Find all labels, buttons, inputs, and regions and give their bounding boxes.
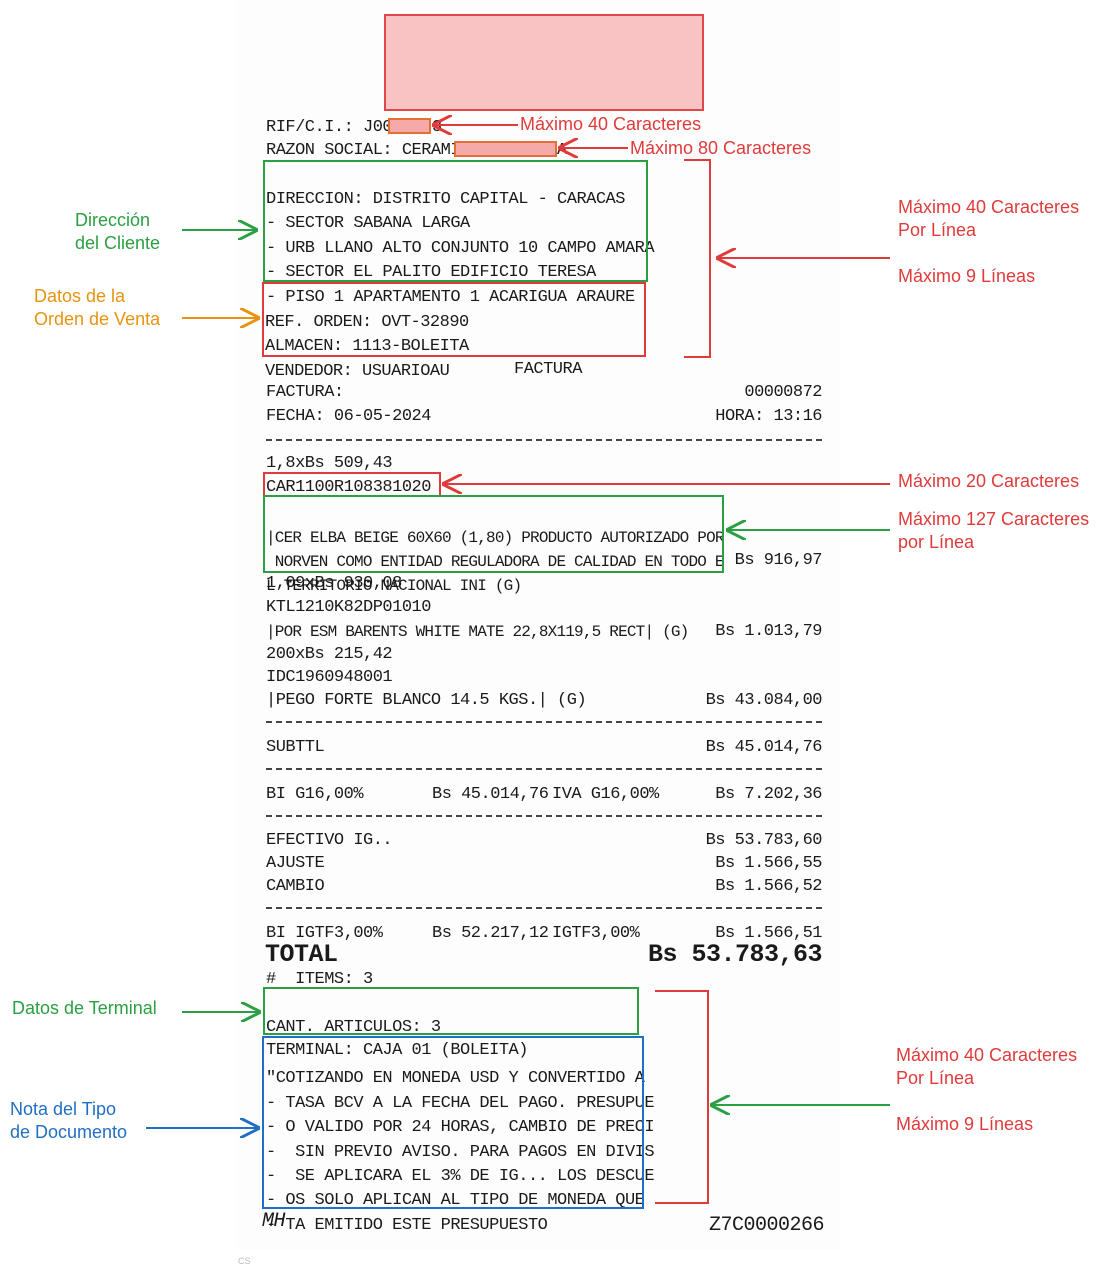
item1-desc-line: |CER ELBA BEIGE 60X60 (1,80) PRODUCTO AU…: [266, 529, 724, 547]
cambio-amount: Bs 1.566,52: [715, 877, 822, 896]
nota-box: [262, 1036, 644, 1209]
orden-box: [262, 282, 646, 357]
bracket-bottom: [655, 990, 709, 1204]
ajuste-amount: Bs 1.566,55: [715, 854, 822, 873]
hora: HORA: 13:16: [715, 407, 822, 426]
label-nota-1: Nota del Tipo: [10, 1099, 117, 1119]
iva-amount: Bs 7.202,36: [715, 785, 822, 804]
signature: MH: [262, 1210, 286, 1233]
factura-number: 00000872: [744, 383, 822, 402]
item3-desc: |PEGO FORTE BLANCO 14.5 KGS.| (G): [266, 691, 587, 710]
description-box: [263, 495, 724, 573]
receipt-paper: [236, 0, 840, 1250]
terminal-box: [263, 987, 639, 1035]
direccion-line: DIRECCION: DISTRITO CAPITAL - CARACAS: [266, 189, 625, 209]
terminal-line: CANT. ARTICULOS: 3: [266, 1018, 441, 1037]
bracket-top: [684, 159, 711, 358]
fecha: FECHA: 06-05-2024: [266, 407, 431, 426]
ajuste-label: AJUSTE: [266, 854, 325, 873]
nota-block: "COTIZANDO EN MONEDA USD Y CONVERTIDO A -…: [266, 1043, 655, 1238]
label-max127-1: Máximo 127 Caracteres: [898, 509, 1090, 529]
item1-desc-line: L TERRITORIO NACIONAL INI (G): [266, 577, 522, 595]
item2-amount: Bs 1.013,79: [715, 622, 822, 641]
orden-line: REF. ORDEN: OVT-32890: [265, 312, 469, 332]
serial-number: Z7C0000266: [708, 1214, 825, 1237]
scanner-watermark: CS: [238, 1256, 251, 1266]
item2-code: KTL1210K82DP01010: [266, 598, 431, 617]
igtf-amount: Bs 1.566,51: [715, 924, 822, 943]
nota-line: - TA EMITIDO ESTE PRESUPUESTO: [266, 1215, 548, 1235]
label-bottom-line3: Máximo 9 Líneas: [896, 1114, 1034, 1134]
label-direccion-1: Dirección: [75, 210, 151, 230]
nota-line: - TASA BCV A LA FECHA DEL PAGO. PRESUPUE: [266, 1093, 655, 1113]
label-terminal: Datos de Terminal: [12, 998, 157, 1018]
label-orden-2: Orden de Venta: [34, 309, 161, 329]
orden-line: ALMACEN: 1113-BOLEITA: [265, 337, 469, 356]
doc-title: FACTURA: [514, 360, 582, 379]
direccion-block: DIRECCION: DISTRITO CAPITAL - CARACAS - S…: [266, 163, 655, 310]
separator: [266, 439, 822, 441]
efectivo-amount: Bs 53.783,60: [705, 831, 823, 850]
iva-label: IVA G16,00%: [552, 785, 659, 804]
direccion-box: [263, 160, 648, 282]
item2-desc: |POR ESM BARENTS WHITE MATE 22,8X119,5 R…: [266, 623, 689, 641]
igtf-label: IGTF3,00%: [552, 924, 640, 943]
direccion-line: - SECTOR SABANA LARGA: [266, 214, 470, 233]
bi-amount: Bs 45.014,76: [432, 785, 549, 804]
total-amount: Bs 53.783,63: [647, 940, 823, 969]
nota-line: - OS SOLO APLICAN AL TIPO DE MONEDA QUE: [266, 1191, 645, 1211]
label-top-line1: Máximo 40 Caracteres: [898, 197, 1080, 217]
label-orden-1: Datos de la: [34, 286, 126, 306]
razon-redaction: [454, 141, 557, 157]
terminal-block: CANT. ARTICULOS: 3 TERMINAL: CAJA 01 (BOL…: [266, 993, 528, 1062]
label-top-line3: Máximo 9 Líneas: [898, 266, 1036, 286]
bi-igtf-amount: Bs 52.217,12: [432, 924, 549, 943]
efectivo-label: EFECTIVO IG..: [266, 831, 393, 850]
items-count: # ITEMS: 3: [266, 970, 373, 989]
rif-redaction: [388, 118, 431, 134]
separator: [266, 815, 822, 817]
label-max20: Máximo 20 Caracteres: [898, 471, 1080, 491]
direccion-line: - SECTOR EL PALITO EDIFICIO TERESA: [266, 263, 596, 282]
subttl-label: SUBTTL: [266, 738, 325, 757]
label-direccion-2: del Cliente: [75, 233, 161, 253]
label-bottom-line1: Máximo 40 Caracteres: [896, 1045, 1078, 1065]
label-max40: Máximo 40 Caracteres: [520, 114, 702, 134]
cambio-label: CAMBIO: [266, 877, 325, 896]
item3-qty: 200xBs 215,42: [266, 645, 393, 664]
direccion-line: - URB LLANO ALTO CONJUNTO 10 CAMPO AMARA: [266, 238, 655, 258]
item1-desc-line: NORVEN COMO ENTIDAD REGULADORA DE CALIDA…: [266, 553, 725, 571]
label-top-line2: Por Línea: [898, 220, 977, 240]
separator: [266, 721, 822, 723]
item2-qty: 1,09xBs 930,08: [266, 574, 402, 593]
item1-qty: 1,8xBs 509,43: [266, 454, 393, 473]
label-nota-2: de Documento: [10, 1122, 128, 1142]
separator: [266, 907, 822, 909]
separator: [266, 768, 822, 770]
item3-code: IDC1960948001: [266, 668, 393, 687]
nota-line: - SE APLICARA EL 3% DE IG... LOS DESCUE: [266, 1167, 655, 1187]
label-max127-2: por Línea: [898, 532, 975, 552]
total-label: TOTAL: [265, 940, 338, 969]
orden-line: VENDEDOR: USUARIOAU: [265, 361, 450, 381]
bi-label: BI G16,00%: [266, 785, 364, 804]
bi-igtf-label: BI IGTF3,00%: [266, 924, 383, 943]
logo-redaction: [384, 14, 704, 111]
terminal-line: TERMINAL: CAJA 01 (BOLEITA): [266, 1041, 528, 1060]
nota-line: "COTIZANDO EN MONEDA USD Y CONVERTIDO A: [266, 1069, 645, 1089]
direccion-line: - PISO 1 APARTAMENTO 1 ACARIGUA ARAURE: [266, 287, 635, 307]
item1-code: CAR1100R108381020: [266, 478, 431, 497]
item1-amount: Bs 916,97: [734, 551, 823, 570]
factura-label: FACTURA:: [266, 383, 344, 402]
item1-desc: |CER ELBA BEIGE 60X60 (1,80) PRODUCTO AU…: [266, 502, 724, 598]
subttl-amount: Bs 45.014,76: [705, 738, 823, 757]
label-max80: Máximo 80 Caracteres: [630, 138, 812, 158]
item3-amount: Bs 43.084,00: [705, 691, 823, 710]
label-bottom-line2: Por Línea: [896, 1068, 975, 1088]
